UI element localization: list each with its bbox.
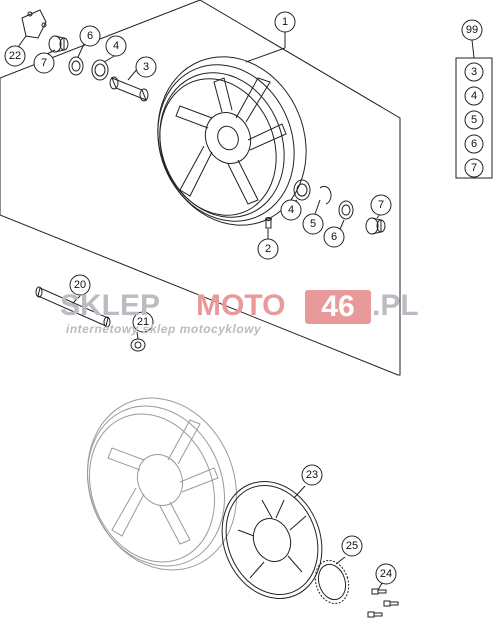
seal-left[interactable] bbox=[68, 56, 84, 76]
front-wheel-assembly-view bbox=[87, 397, 237, 571]
callout-1[interactable]: 1 bbox=[274, 11, 296, 33]
svg-text:1: 1 bbox=[282, 16, 288, 28]
spacer-tube[interactable] bbox=[109, 76, 149, 102]
watermark-brand-part1: SKLEP bbox=[60, 289, 160, 322]
svg-text:24: 24 bbox=[380, 568, 392, 580]
kit-item-label: 4 bbox=[471, 90, 477, 102]
kit-item-label: 5 bbox=[471, 114, 477, 126]
watermark: SKLEP MOTO 46 .PL internetowy sklep moto… bbox=[60, 289, 419, 336]
spindle-nut[interactable] bbox=[130, 338, 146, 352]
front-wheel[interactable] bbox=[133, 34, 331, 247]
kit-item-label: 3 bbox=[471, 66, 477, 78]
kit-item-label: 6 bbox=[471, 138, 477, 150]
circlip[interactable] bbox=[319, 185, 332, 205]
callout-6-left[interactable]: 6 bbox=[79, 25, 101, 47]
svg-text:99: 99 bbox=[466, 24, 478, 36]
kit-item-circle bbox=[464, 86, 484, 106]
svg-text:21: 21 bbox=[137, 316, 149, 328]
kit-item-4[interactable]: 4 bbox=[464, 86, 484, 106]
disc-bolts[interactable] bbox=[367, 588, 399, 618]
callout-7-left[interactable]: 7 bbox=[33, 52, 55, 74]
svg-text:4: 4 bbox=[113, 40, 119, 52]
watermark-tagline: internetowy sklep motocyklowy bbox=[66, 322, 262, 336]
callout-99[interactable]: 99 bbox=[461, 19, 483, 41]
abs-pulse-ring[interactable] bbox=[310, 556, 354, 608]
kit-items-list: 3 4 5 6 7 bbox=[464, 62, 484, 178]
kit-item-6[interactable]: 6 bbox=[464, 134, 484, 154]
kit-item-circle bbox=[464, 158, 484, 178]
wheel-spindle[interactable] bbox=[35, 286, 111, 328]
kit-item-circle bbox=[464, 62, 484, 82]
svg-text:25: 25 bbox=[346, 540, 358, 552]
callout-21[interactable]: 21 bbox=[132, 311, 154, 333]
svg-text:6: 6 bbox=[331, 231, 337, 243]
callout-6-right[interactable]: 6 bbox=[323, 226, 345, 248]
kit-item-label: 7 bbox=[471, 162, 477, 174]
svg-text:20: 20 bbox=[74, 279, 86, 291]
svg-text:6: 6 bbox=[87, 30, 93, 42]
watermark-brand-part4: .PL bbox=[372, 289, 419, 322]
callout-2[interactable]: 2 bbox=[257, 238, 279, 260]
seal-right[interactable] bbox=[338, 200, 354, 220]
watermark-brand-part2: MOTO bbox=[196, 289, 285, 322]
kit-item-7[interactable]: 7 bbox=[464, 158, 484, 178]
callout-20[interactable]: 20 bbox=[69, 274, 91, 296]
callout-3[interactable]: 3 bbox=[135, 56, 157, 78]
kit-item-3[interactable]: 3 bbox=[464, 62, 484, 82]
callout-25[interactable]: 25 bbox=[341, 535, 363, 557]
kit-item-circle bbox=[464, 134, 484, 154]
tire-valve[interactable] bbox=[265, 217, 272, 229]
callout-4-right[interactable]: 4 bbox=[280, 199, 302, 221]
watermark-brand-part3: 46 bbox=[321, 290, 354, 323]
callout-23[interactable]: 23 bbox=[301, 464, 323, 486]
watermark-badge bbox=[305, 290, 371, 324]
bushing-right[interactable] bbox=[365, 217, 386, 235]
svg-text:2: 2 bbox=[265, 243, 271, 255]
bushing-left[interactable] bbox=[48, 35, 69, 53]
callout-24[interactable]: 24 bbox=[375, 563, 397, 585]
svg-text:3: 3 bbox=[143, 61, 149, 73]
callout-4-left[interactable]: 4 bbox=[105, 35, 127, 57]
svg-text:7: 7 bbox=[41, 57, 47, 69]
kit-item-5[interactable]: 5 bbox=[464, 110, 484, 130]
bearing-left[interactable] bbox=[91, 59, 109, 81]
svg-text:5: 5 bbox=[310, 218, 316, 230]
svg-text:23: 23 bbox=[306, 469, 318, 481]
svg-text:22: 22 bbox=[9, 50, 21, 62]
kit-item-circle bbox=[464, 110, 484, 130]
svg-text:7: 7 bbox=[378, 199, 384, 211]
callout-7-right[interactable]: 7 bbox=[370, 194, 392, 216]
sensor-bracket-22[interactable] bbox=[21, 9, 47, 39]
callout-5[interactable]: 5 bbox=[302, 213, 324, 235]
bearing-right[interactable] bbox=[293, 179, 311, 201]
brake-disc[interactable] bbox=[205, 466, 339, 613]
callout-22[interactable]: 22 bbox=[4, 45, 26, 67]
svg-text:4: 4 bbox=[288, 204, 294, 216]
